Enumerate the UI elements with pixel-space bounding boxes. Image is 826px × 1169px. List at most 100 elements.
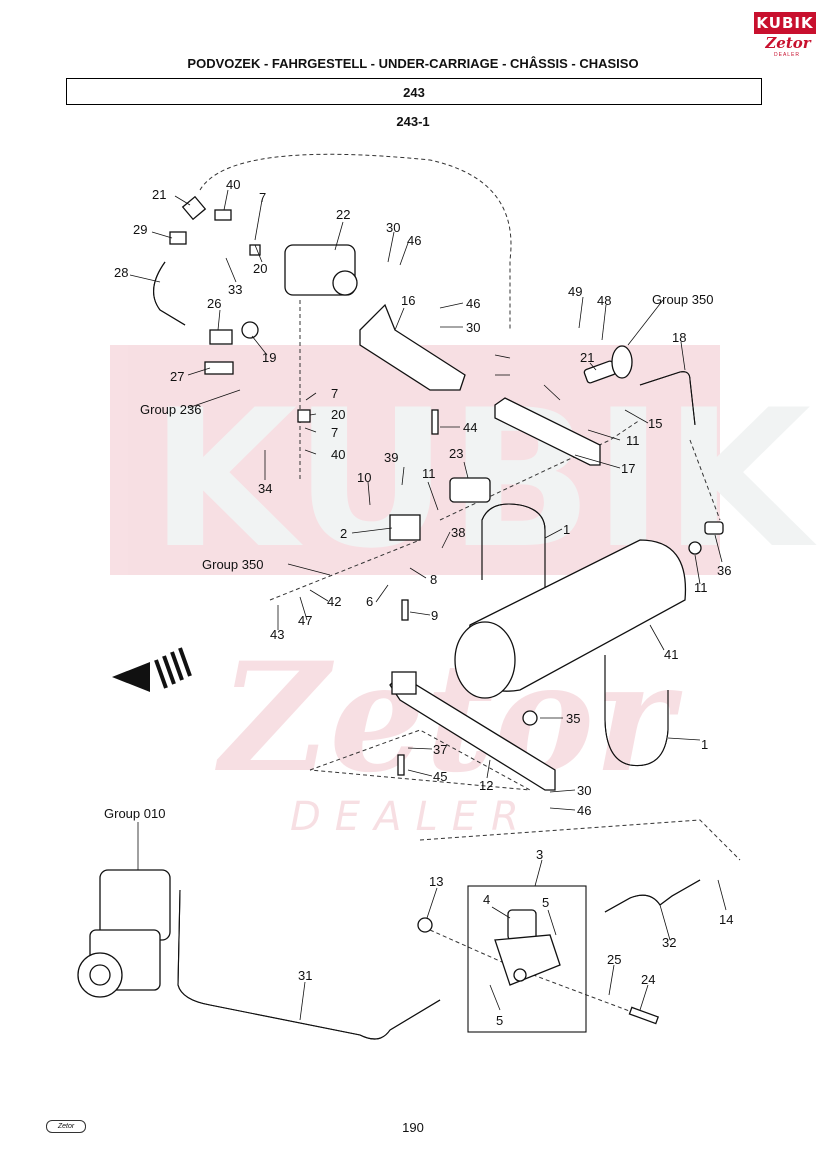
logo-kubik: KUBIK	[754, 12, 816, 34]
valve-23	[449, 477, 491, 503]
callout: 6	[366, 594, 373, 609]
group-number-box: 243	[66, 78, 762, 105]
callout: 11	[626, 433, 640, 448]
callout: 38	[451, 525, 465, 540]
callout: 25	[607, 952, 621, 967]
filter-group-350	[611, 345, 633, 379]
callout: 10	[357, 470, 371, 485]
fitting-27	[204, 361, 234, 375]
callout: Group 350	[202, 557, 263, 572]
callout: 8	[430, 572, 437, 587]
callout: 14	[719, 912, 733, 927]
callout: 27	[170, 369, 184, 384]
callout: 29	[133, 222, 147, 237]
callout: 46	[407, 233, 421, 248]
callout: 21	[580, 350, 594, 365]
leader-lines	[129, 189, 727, 1021]
callout: 24	[641, 972, 655, 987]
direction-arrow	[112, 647, 192, 692]
callout: 18	[672, 330, 686, 345]
pressure-regulator	[494, 909, 561, 986]
footer-logo: Zetor	[46, 1120, 86, 1133]
fitting-29	[169, 231, 187, 245]
air-tank-end	[454, 621, 516, 699]
fitting-21	[181, 195, 207, 221]
callout: Group 236	[140, 402, 201, 417]
callout: 7	[259, 190, 266, 205]
callout: 20	[331, 407, 345, 422]
callout: 31	[298, 968, 312, 983]
bolt-44	[431, 409, 439, 435]
bracket-end	[391, 671, 417, 695]
callout: 11	[694, 580, 708, 595]
figure-number: 243-1	[396, 114, 430, 129]
page-title: PODVOZEK - FAHRGESTELL - UNDER-CARRIAGE …	[187, 56, 639, 71]
callout: 40	[226, 177, 240, 192]
callout: 37	[433, 742, 447, 757]
watermark-dealer: DEALER	[290, 794, 533, 840]
callout: 1	[563, 522, 570, 537]
callout: 30	[466, 320, 480, 335]
banjo-20	[297, 409, 311, 423]
callout: 32	[662, 935, 676, 950]
callout: 30	[386, 220, 400, 235]
logo-dealer: DEALER	[774, 52, 801, 58]
callout: 43	[270, 627, 284, 642]
fitting-26	[209, 329, 233, 345]
callout: 17	[621, 461, 635, 476]
callout: 44	[463, 420, 477, 435]
channel-bracket	[494, 397, 601, 466]
callout: 30	[577, 783, 591, 798]
page-number: 190	[402, 1120, 424, 1135]
callout: 2	[340, 526, 347, 541]
pipes	[153, 261, 701, 1040]
callout: 39	[384, 450, 398, 465]
callout: 49	[568, 284, 582, 299]
drain-valve-35	[522, 710, 538, 726]
callout: 34	[258, 481, 272, 496]
callout: 19	[262, 350, 276, 365]
callout: 26	[207, 296, 221, 311]
compressor	[77, 869, 171, 998]
bolt-40	[214, 209, 232, 221]
callout: 46	[577, 803, 591, 818]
nut-19	[241, 321, 259, 339]
regulator-box	[467, 885, 587, 1033]
distribution-block	[389, 514, 421, 541]
callout: 12	[479, 778, 493, 793]
callout: 16	[401, 293, 415, 308]
callout: 4	[483, 892, 490, 907]
callout: 15	[648, 416, 662, 431]
callout: 46	[466, 296, 480, 311]
bolt-45	[397, 754, 405, 776]
callout: 41	[664, 647, 678, 662]
callout: 3	[536, 847, 543, 862]
callout: 11	[422, 466, 436, 481]
callout: 47	[298, 613, 312, 628]
logo-zetor: Zetor	[765, 34, 811, 52]
callout: Group 350	[652, 292, 713, 307]
kubik-zetor-logo: KUBIK Zetor DEALER	[754, 12, 816, 58]
callout: 20	[253, 261, 267, 276]
callout-labels: 21 40 7 29 22 30 46 28 20 33 16 49 48 Gr…	[104, 177, 733, 1028]
callout: 35	[566, 711, 580, 726]
callout: Group 010	[104, 806, 165, 821]
callout: 28	[114, 265, 128, 280]
nut-11	[688, 541, 702, 555]
valve-bracket	[359, 303, 466, 391]
plug-13	[417, 917, 433, 933]
callout: 33	[228, 282, 242, 297]
bolt-9	[401, 599, 409, 621]
callout: 22	[336, 207, 350, 222]
callout: 5	[542, 895, 549, 910]
callout: 13	[429, 874, 443, 889]
components	[77, 195, 724, 1033]
callout: 36	[717, 563, 731, 578]
callout: 9	[431, 608, 438, 623]
callout: 23	[449, 446, 463, 461]
callout: 48	[597, 293, 611, 308]
callout: 21	[152, 187, 166, 202]
callout: 45	[433, 769, 447, 784]
bolt-24	[628, 1006, 660, 1025]
